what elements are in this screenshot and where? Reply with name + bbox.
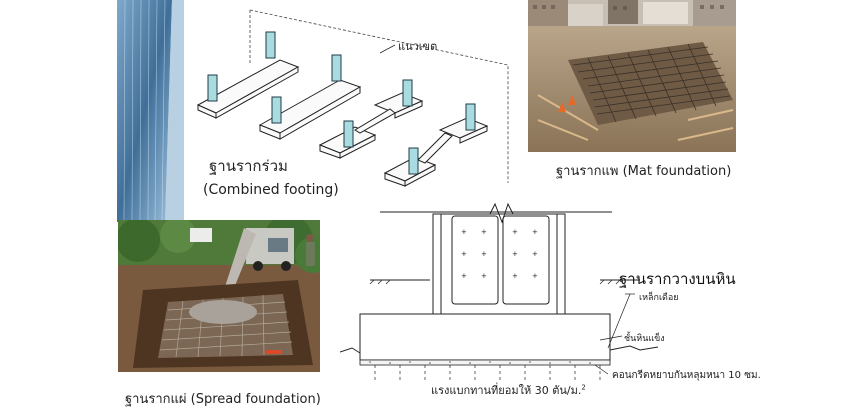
mat-foundation-caption: ฐานรากแพ (Mat foundation) xyxy=(556,164,732,179)
svg-text:+: + xyxy=(512,228,518,236)
rock-foundation-title: ฐานรากวางบนหิน xyxy=(619,270,736,288)
rock-foundation-drawing: + + + + + + + + + + + + xyxy=(339,200,750,380)
boundary-label: แนวเขต xyxy=(398,40,438,53)
svg-text:+: + xyxy=(481,228,487,236)
bearing-capacity-superscript: 2 xyxy=(581,383,586,392)
rebar-dowel-label: เหล็กเดือย xyxy=(639,293,679,303)
spread-foundation-photo xyxy=(118,220,320,372)
svg-text:+: + xyxy=(481,250,487,258)
combined-footing-title-th: ฐานรากร่วม xyxy=(209,157,288,175)
svg-text:+: + xyxy=(481,272,487,280)
svg-text:+: + xyxy=(532,228,538,236)
svg-text:+: + xyxy=(532,272,538,280)
lean-concrete-label: คอนกรีตหยาบกันหลุมหนา 10 ซม. xyxy=(612,370,761,381)
spread-foundation-caption: ฐานรากแผ่ (Spread foundation) xyxy=(125,392,321,407)
svg-text:+: + xyxy=(461,272,467,280)
bearing-capacity-label: แรงแบกทานที่ยอมให้ 30 ตัน/ม.2 xyxy=(431,381,586,399)
mat-foundation-photo xyxy=(528,0,736,152)
svg-text:+: + xyxy=(461,228,467,236)
svg-text:+: + xyxy=(461,250,467,258)
combined-footing-title-en: (Combined footing) xyxy=(203,182,339,198)
rock-layer-label: ชั้นหินแข็ง xyxy=(624,334,665,344)
building-photo xyxy=(117,0,184,222)
svg-text:+: + xyxy=(512,250,518,258)
svg-text:+: + xyxy=(532,250,538,258)
combined-footing-drawing: แนวเขต xyxy=(190,5,520,195)
bearing-capacity-text: แรงแบกทานที่ยอมให้ 30 ตัน/ม. xyxy=(431,384,582,397)
svg-text:+: + xyxy=(512,272,518,280)
